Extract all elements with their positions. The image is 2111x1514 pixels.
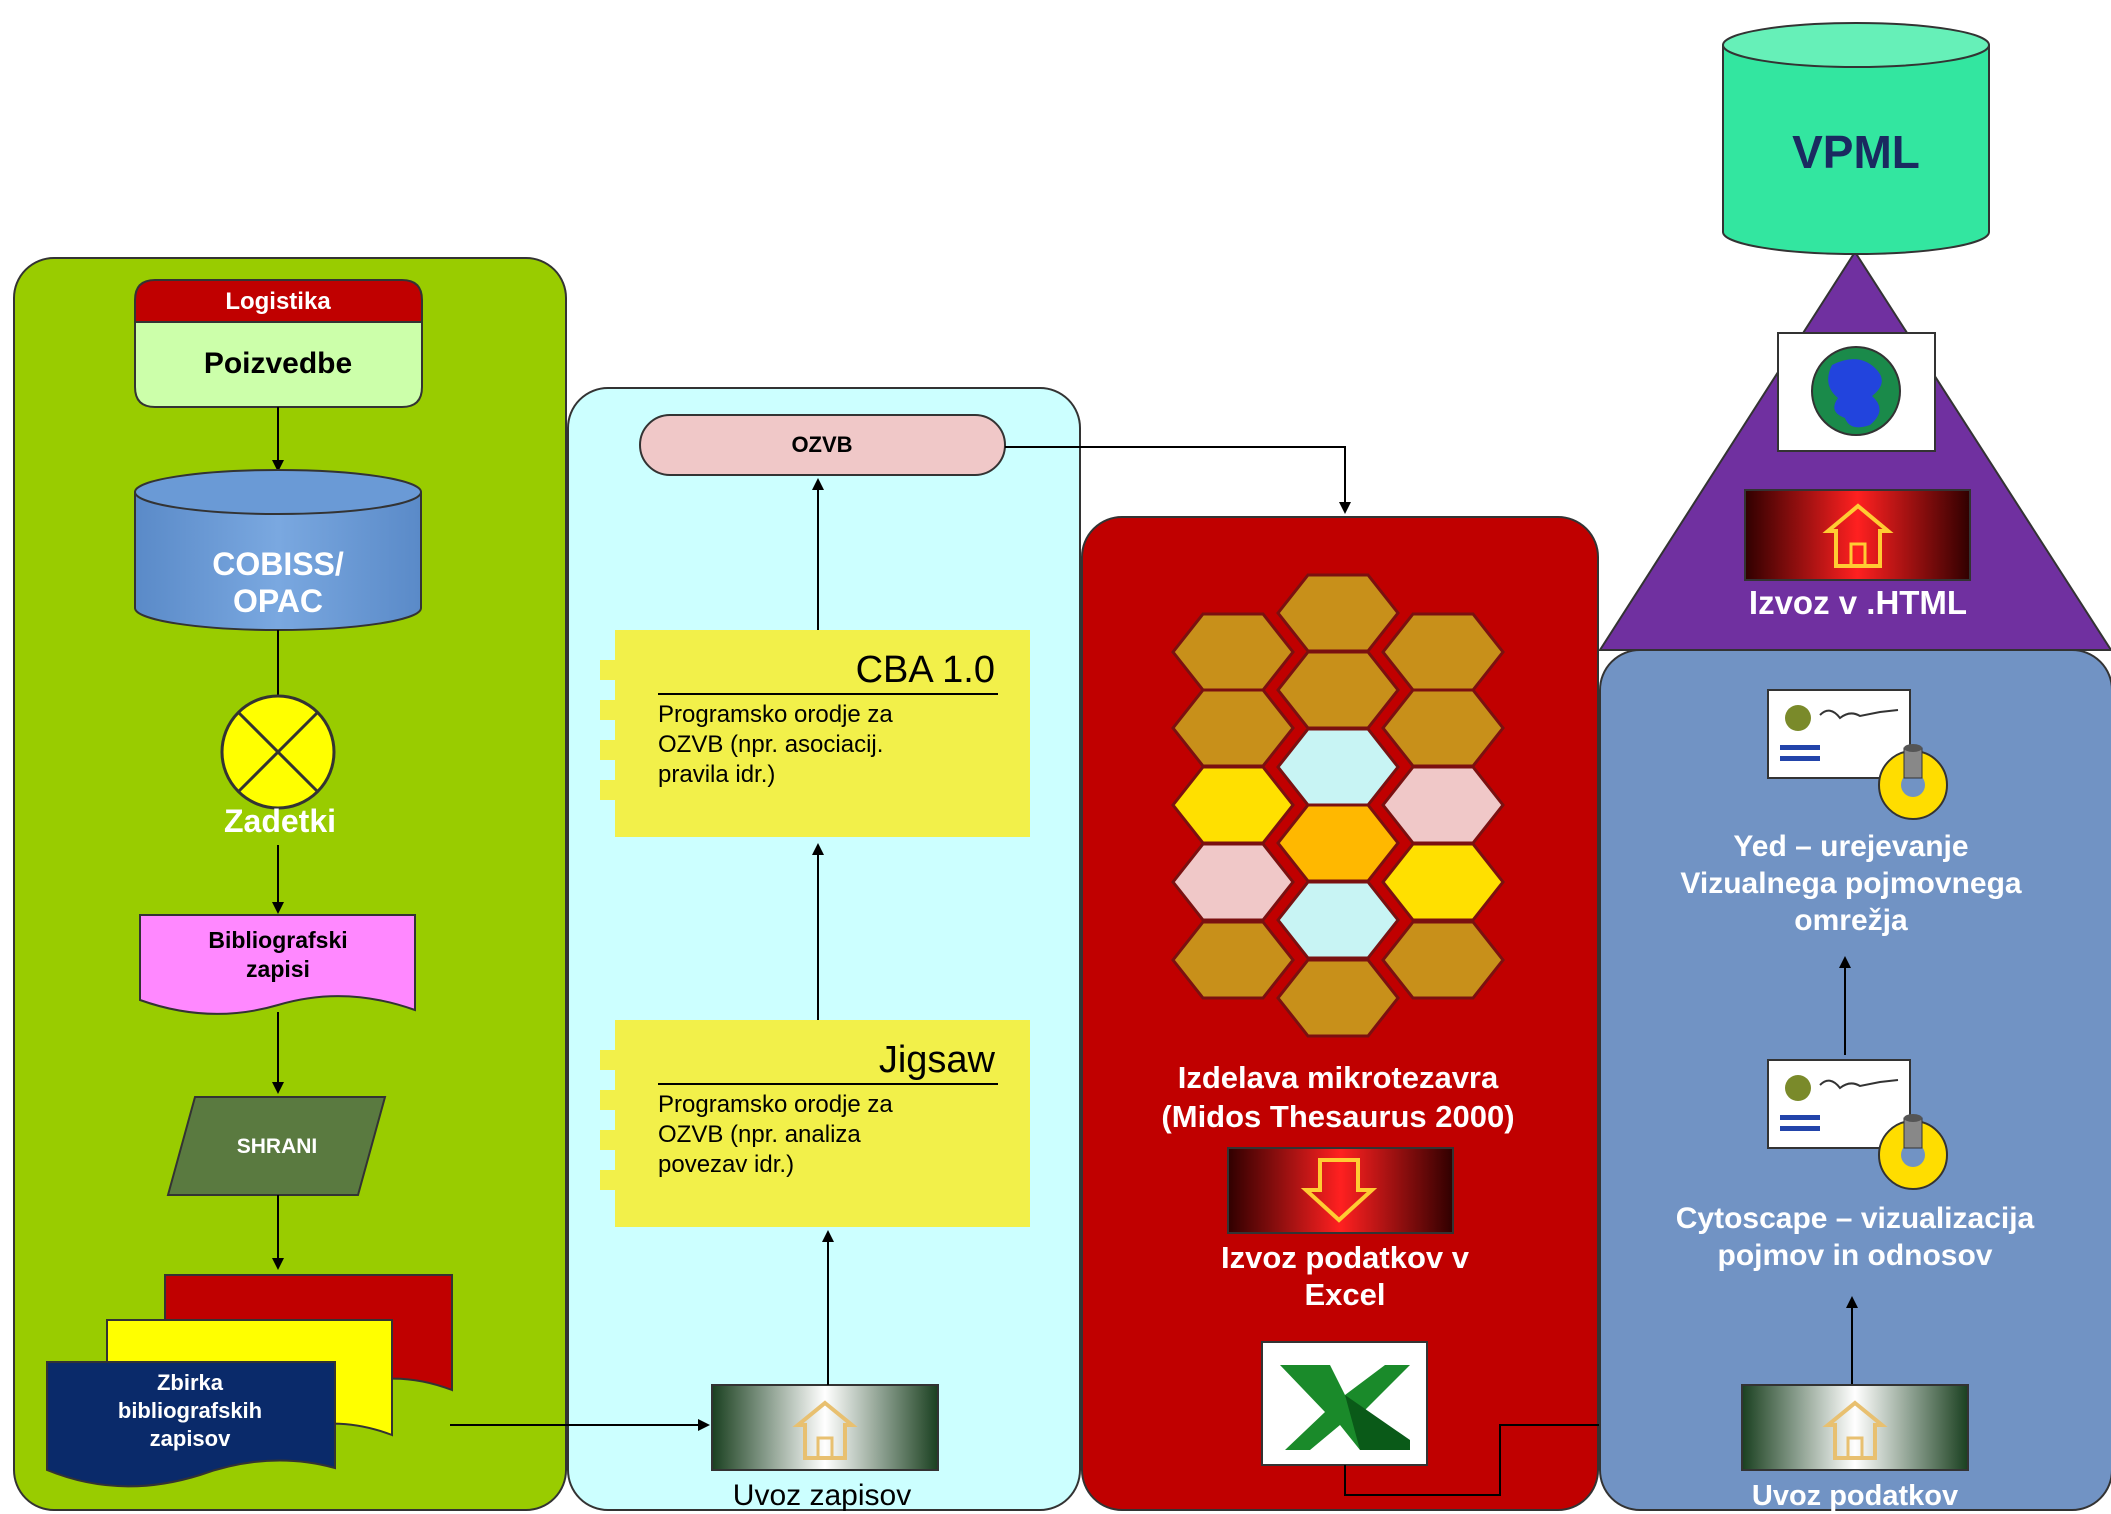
cba-title: CBA 1.0 [856, 649, 995, 691]
save-label: SHRANI [237, 1135, 318, 1158]
cobiss-opac-database[interactable]: COBISS/ OPAC [134, 469, 422, 631]
hex-cell [1171, 842, 1295, 922]
cba-tool-card[interactable]: CBA 1.0 Programsko orodje za OZVB (npr. … [600, 630, 1030, 837]
middle-panel [567, 387, 1081, 1511]
excel-export-label-line1: Izvoz podatkov v [1221, 1240, 1470, 1275]
jigsaw-desc-line1: Programsko orodje za [658, 1091, 893, 1118]
gear-icon [1878, 744, 1948, 820]
yed-app-icon[interactable]: Yed – urejevanje Vizualnega pojmovnega o… [1680, 689, 2022, 937]
thesaurus-labels: Izdelava mikrotezavra (Midos Thesaurus 2… [1161, 1060, 1514, 1134]
import-records-node[interactable]: Uvoz zapisov [711, 1384, 939, 1512]
jigsaw-title: Jigsaw [879, 1039, 996, 1081]
vpml-database[interactable]: VPML [1722, 22, 1990, 255]
thesaurus-label-line2: (Midos Thesaurus 2000) [1161, 1099, 1514, 1134]
thesaurus-honeycomb [1171, 573, 1505, 1038]
hex-cell [1276, 958, 1400, 1038]
cba-desc-line1: Programsko orodje za [658, 701, 893, 728]
hex-cell [1276, 880, 1400, 960]
hex-cell [1381, 920, 1505, 1000]
collection-label-line2: bibliografskih [118, 1398, 262, 1423]
import-data-node[interactable]: Uvoz podatkov [1741, 1384, 1969, 1512]
save-step[interactable]: SHRANI [166, 1096, 387, 1196]
logistics-header: Logistika [225, 288, 331, 315]
cba-desc-line2: OZVB (npr. asociacij. [658, 731, 883, 758]
hits-label: Zadetki [224, 803, 336, 839]
jigsaw-desc-line3: povezav idr.) [658, 1151, 794, 1178]
cba-desc-line3: pravila idr.) [658, 761, 775, 788]
queries-box[interactable]: Logistika Poizvedbe [134, 279, 423, 408]
vpml-label: VPML [1792, 126, 1920, 178]
cobiss-label-line1: COBISS/ [212, 546, 344, 582]
collection-label-line3: zapisov [150, 1426, 231, 1451]
cytoscape-app-icon[interactable]: Cytoscape – vizualizacija pojmov in odno… [1676, 1059, 2035, 1272]
collection-label-line1: Zbirka [157, 1370, 224, 1395]
import-home-icon [711, 1384, 939, 1471]
import-data-label: Uvoz podatkov [1752, 1480, 1958, 1512]
thesaurus-label-line1: Izdelava mikrotezavra [1178, 1060, 1499, 1095]
yed-label-line1: Yed – urejevanje [1733, 830, 1968, 863]
import-records-label: Uvoz zapisov [733, 1479, 911, 1512]
yed-label-line3: omrežja [1794, 904, 1908, 937]
cytoscape-label-line2: pojmov in odnosov [1718, 1239, 1993, 1272]
yed-label-line2: Vizualnega pojmovnega [1680, 867, 2022, 900]
globe-icon [1777, 332, 1936, 452]
arrow-excel-to-import-data [1344, 1419, 1740, 1496]
cobiss-label-line2: OPAC [233, 583, 323, 619]
ozvb-node[interactable]: OZVB [639, 414, 1006, 476]
jigsaw-tool-card[interactable]: Jigsaw Programsko orodje za OZVB (npr. a… [600, 1020, 1030, 1227]
queries-label: Poizvedbe [204, 347, 352, 380]
excel-export-label-line2: Excel [1304, 1277, 1385, 1312]
arrow-ozvb-to-thesaurus [1005, 446, 1351, 514]
excel-export-node[interactable]: Izvoz podatkov v Excel [1221, 1147, 1470, 1312]
cytoscape-label-line1: Cytoscape – vizualizacija [1676, 1202, 2035, 1235]
biblio-label-line1: Bibliografski [208, 927, 347, 953]
record-collection-stack[interactable]: Zbirka bibliografskih zapisov [46, 1274, 453, 1488]
hits-node[interactable]: Zadetki [220, 694, 336, 839]
gear-icon [1878, 1114, 1948, 1190]
html-export-node[interactable]: Izvoz v .HTML [1744, 489, 1971, 621]
excel-icon[interactable] [1261, 1341, 1428, 1466]
biblio-label-line2: zapisi [246, 956, 310, 982]
hex-cell [1171, 920, 1295, 1000]
jigsaw-desc-line2: OZVB (npr. analiza [658, 1121, 861, 1148]
ozvb-label: OZVB [791, 432, 852, 457]
html-export-label: Izvoz v .HTML [1749, 584, 1967, 621]
hex-cell [1381, 842, 1505, 922]
bibliographic-records-document[interactable]: Bibliografski zapisi [139, 914, 416, 1015]
import-data-home-icon [1741, 1384, 1969, 1471]
